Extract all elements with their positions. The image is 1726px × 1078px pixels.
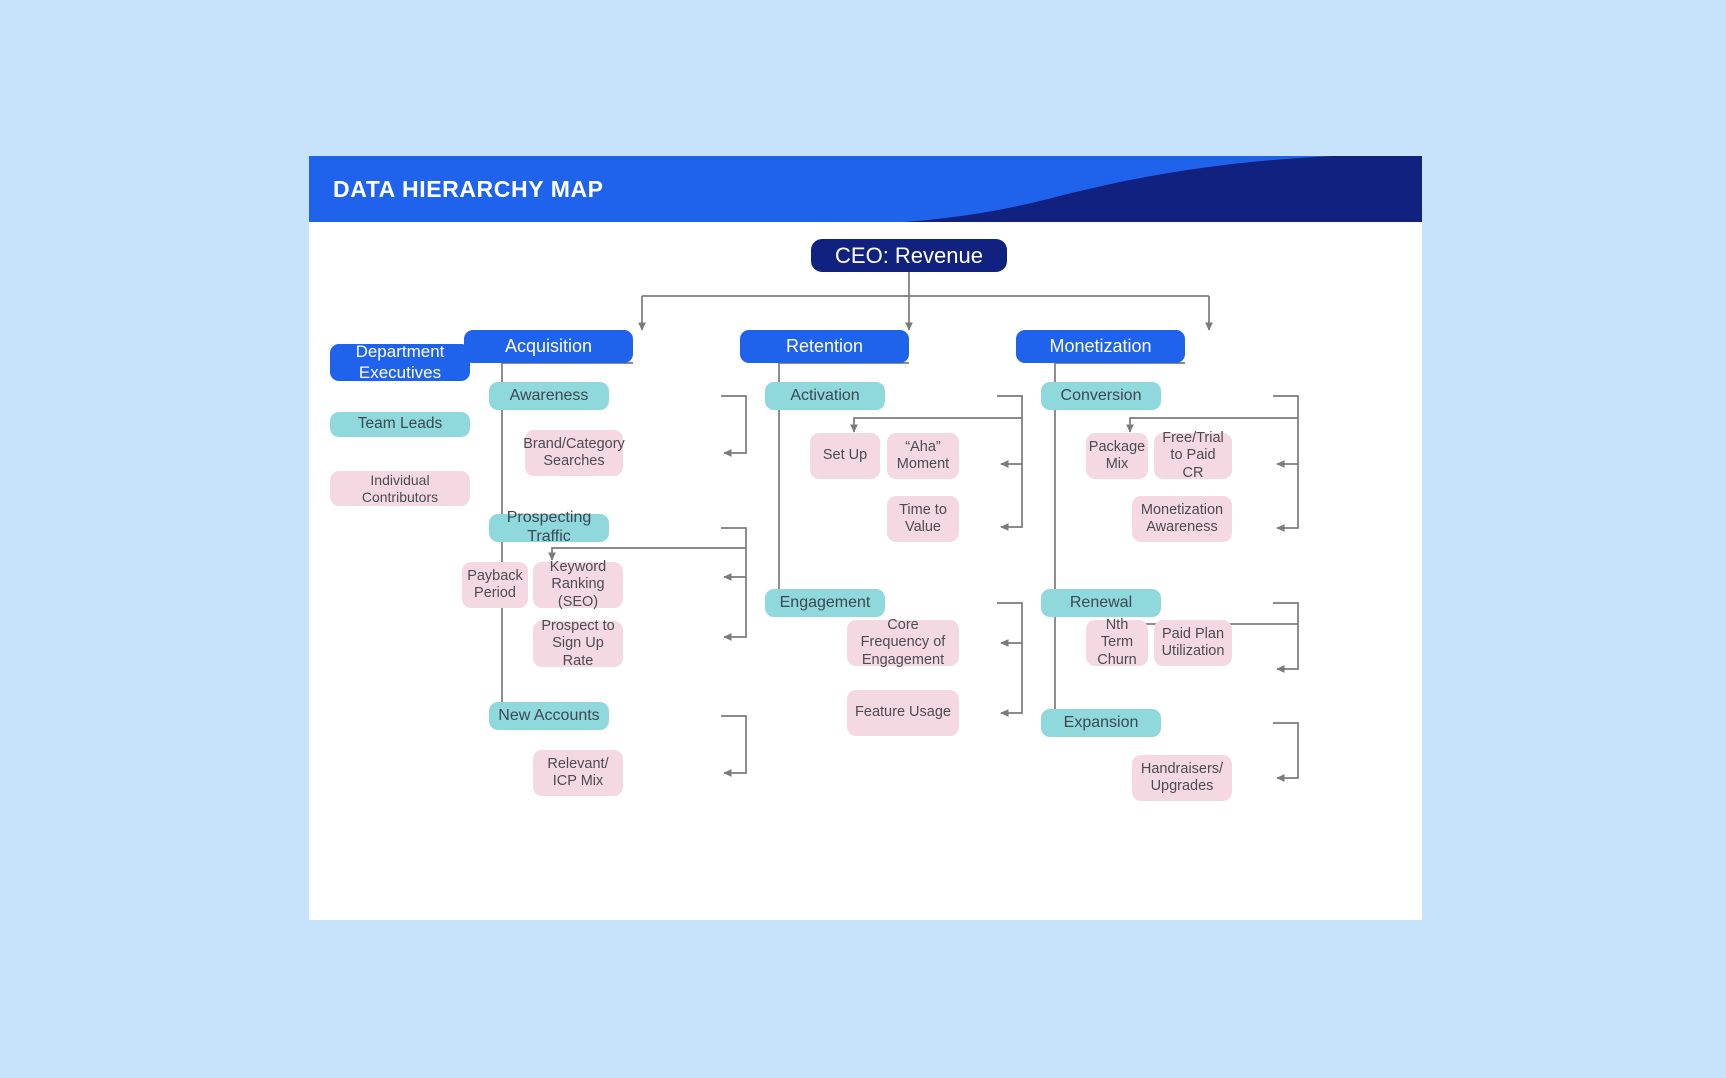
node-time-to-value[interactable]: Time to Value [887,496,959,542]
legend-item-individual-contributors[interactable]: Individual Contributors [330,471,470,506]
node-nth-term-churn[interactable]: Nth Term Churn [1086,617,1148,668]
header-swoosh-decoration [904,156,1422,222]
node-paid-plan-utilization[interactable]: Paid Plan Utilization [1154,620,1232,666]
node-set-up[interactable]: Set Up [810,433,880,479]
node-monetization[interactable]: Monetization [1016,330,1185,363]
node-relevant-icp-mix[interactable]: Relevant/ ICP Mix [533,750,623,796]
node-awareness[interactable]: Awareness [489,382,609,410]
node-engagement[interactable]: Engagement [765,589,885,617]
node-conversion[interactable]: Conversion [1041,382,1161,410]
node-keyword-ranking-seo[interactable]: Keyword Ranking (SEO) [533,559,623,610]
node-brand-category-searches[interactable]: Brand/Category Searches [523,430,625,476]
header-band: DATA HIERARCHY MAP [309,156,1422,222]
node-retention[interactable]: Retention [740,330,909,363]
node-expansion[interactable]: Expansion [1041,709,1161,737]
node-feature-usage[interactable]: Feature Usage [847,690,959,736]
slide: DATA HIERARCHY MAP [309,156,1422,920]
node-renewal[interactable]: Renewal [1041,589,1161,617]
node-core-frequency-of-engagement[interactable]: Core Frequency of Engagement [847,617,959,668]
node-payback-period[interactable]: Payback Period [462,562,528,608]
node-free-trial-to-paid-cr[interactable]: Free/Trial to Paid CR [1154,430,1232,481]
page-title: DATA HIERARCHY MAP [333,175,604,202]
node-monetization-awareness[interactable]: Monetization Awareness [1132,496,1232,542]
node-aha-moment[interactable]: “Aha” Moment [887,433,959,479]
node-package-mix[interactable]: Package Mix [1086,433,1148,479]
node-activation[interactable]: Activation [765,382,885,410]
legend-label: Department Executives [355,342,445,382]
node-ceo-revenue[interactable]: CEO: Revenue [811,239,1007,272]
node-handraisers-upgrades[interactable]: Handraisers/ Upgrades [1132,755,1232,801]
node-new-accounts[interactable]: New Accounts [489,702,609,730]
legend-item-team-leads[interactable]: Team Leads [330,412,470,437]
node-prospecting-traffic[interactable]: Prospecting Traffic [489,509,609,545]
legend-item-department-executives[interactable]: Department Executives [330,342,470,382]
legend-label: Individual Contributors [361,471,439,505]
node-prospect-to-sign-up-rate[interactable]: Prospect to Sign Up Rate [533,618,623,669]
legend-label: Team Leads [357,415,443,433]
node-acquisition[interactable]: Acquisition [464,330,633,363]
